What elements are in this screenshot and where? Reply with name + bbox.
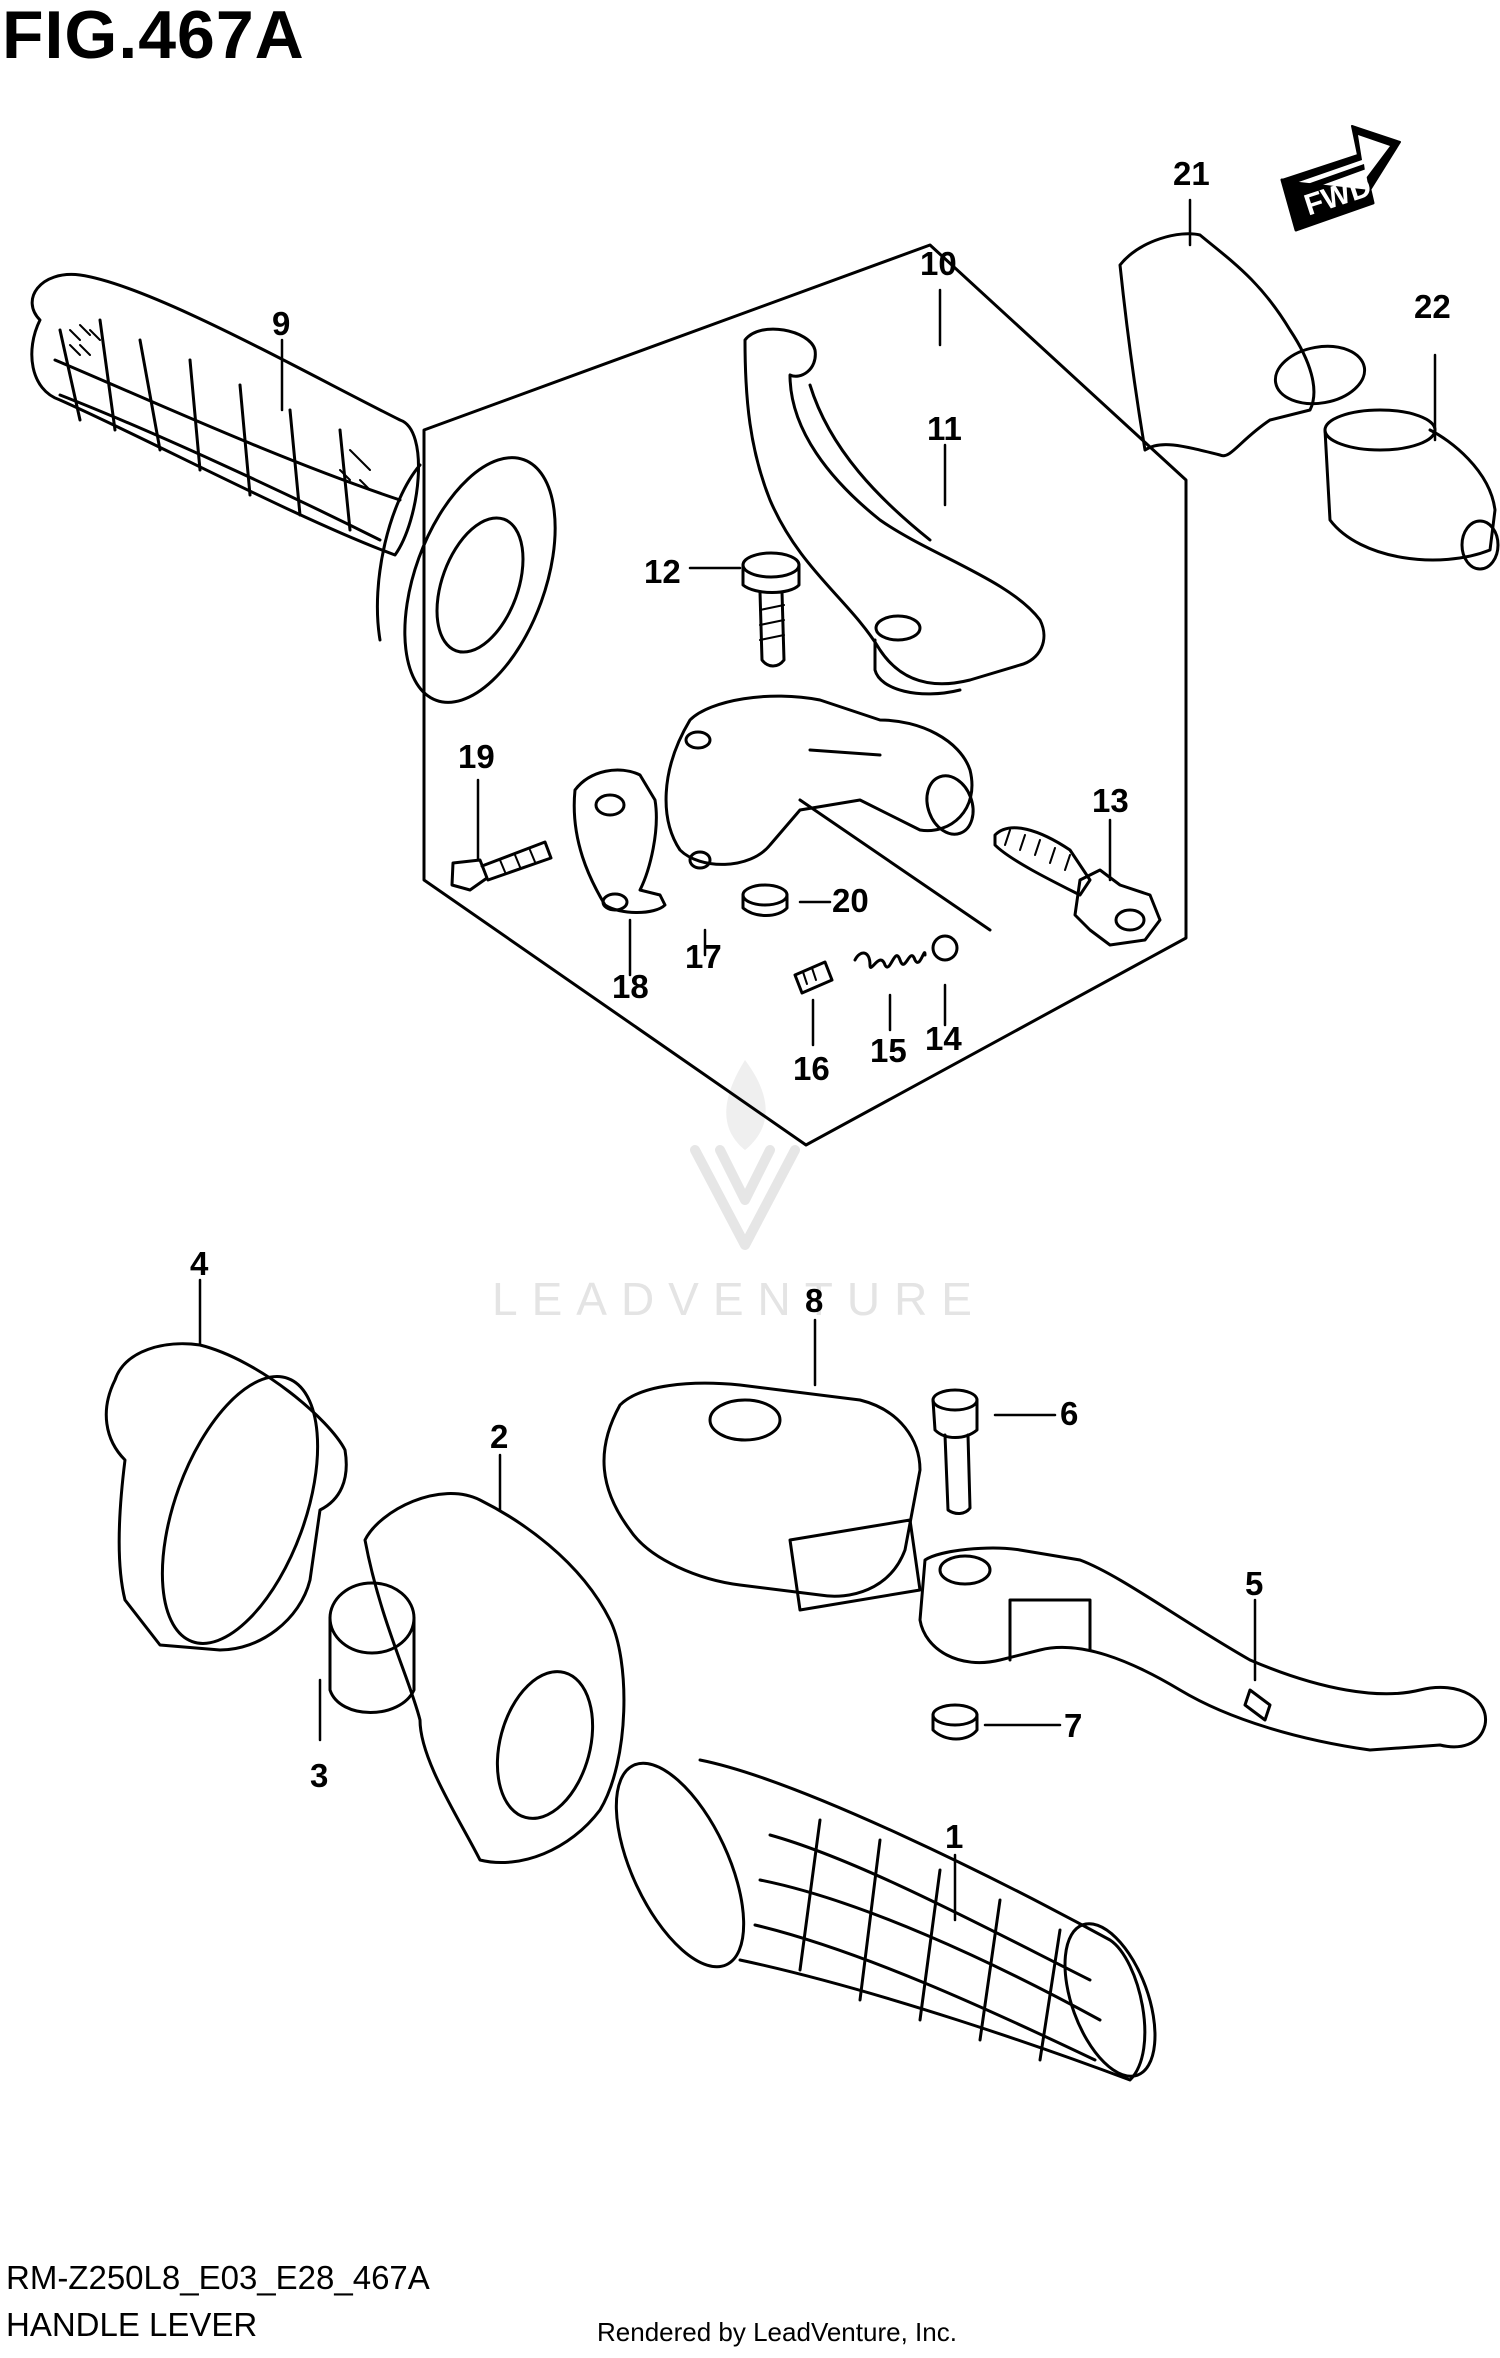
callout-7: 7 (1064, 1707, 1082, 1744)
callout-14: 14 (925, 1020, 962, 1057)
callout-8: 8 (805, 1282, 823, 1319)
spring-part-15 (853, 951, 927, 969)
nut-part-7 (931, 1703, 979, 1741)
callout-5: 5 (1245, 1565, 1263, 1602)
callout-12: 12 (644, 553, 681, 590)
callout-4: 4 (190, 1245, 209, 1282)
clutch-lever-part-11 (743, 327, 1046, 696)
callout-leaders (198, 198, 1437, 1922)
nut-part-20 (741, 883, 789, 917)
callout-3: 3 (310, 1757, 328, 1794)
fwd-arrow-icon (1280, 125, 1401, 232)
callout-11: 11 (927, 410, 962, 447)
callout-1: 1 (945, 1818, 963, 1855)
bolt-part-19 (450, 840, 553, 892)
lever-assembly-frame (422, 243, 1188, 1147)
render-credit: Rendered by LeadVenture, Inc. (597, 2317, 957, 2347)
callout-6: 6 (1060, 1395, 1078, 1432)
callout-21: 21 (1173, 155, 1210, 192)
bolt-part-12 (741, 551, 801, 668)
callout-19: 19 (458, 738, 495, 775)
callout-15: 15 (870, 1032, 907, 1069)
callout-2: 2 (490, 1418, 508, 1455)
model-code: RM-Z250L8_E03_E28_467A (6, 2259, 430, 2296)
callout-9: 9 (272, 305, 290, 342)
callout-18: 18 (612, 968, 649, 1005)
pin-part-6 (931, 1388, 979, 1515)
lever-perch-part-17 (664, 694, 992, 932)
callout-labels: 9 10 11 12 13 14 15 16 17 18 19 20 21 22… (190, 155, 1451, 1855)
callout-22: 22 (1414, 288, 1451, 325)
callout-10: 10 (920, 245, 957, 282)
callout-13: 13 (1092, 782, 1129, 819)
bushing-part-16 (793, 960, 834, 995)
ball-part-14 (931, 934, 959, 962)
clamp-part-18 (572, 768, 667, 914)
callout-17: 17 (685, 938, 722, 975)
callout-16: 16 (793, 1050, 830, 1087)
cap-part-22 (1323, 408, 1500, 571)
adjuster-part-13 (993, 826, 1162, 947)
sleeve-part-3 (328, 1581, 416, 1714)
figure-title: FIG.467A (2, 0, 305, 73)
hand-guard-part-4 (104, 1342, 348, 1652)
cover-part-8 (602, 1381, 922, 1612)
watermark-text: LEADVENTURE (492, 1273, 986, 1325)
section-name: HANDLE LEVER (6, 2306, 258, 2343)
callout-20: 20 (832, 882, 869, 919)
brake-lever-part-5 (918, 1546, 1488, 1752)
leadventure-watermark (690, 1060, 800, 1250)
hand-guard-part-21 (1118, 232, 1367, 458)
grip-left-part-9 (30, 272, 557, 704)
grip-right-part-1 (614, 1758, 1157, 2082)
housing-part-2 (363, 1492, 626, 1865)
